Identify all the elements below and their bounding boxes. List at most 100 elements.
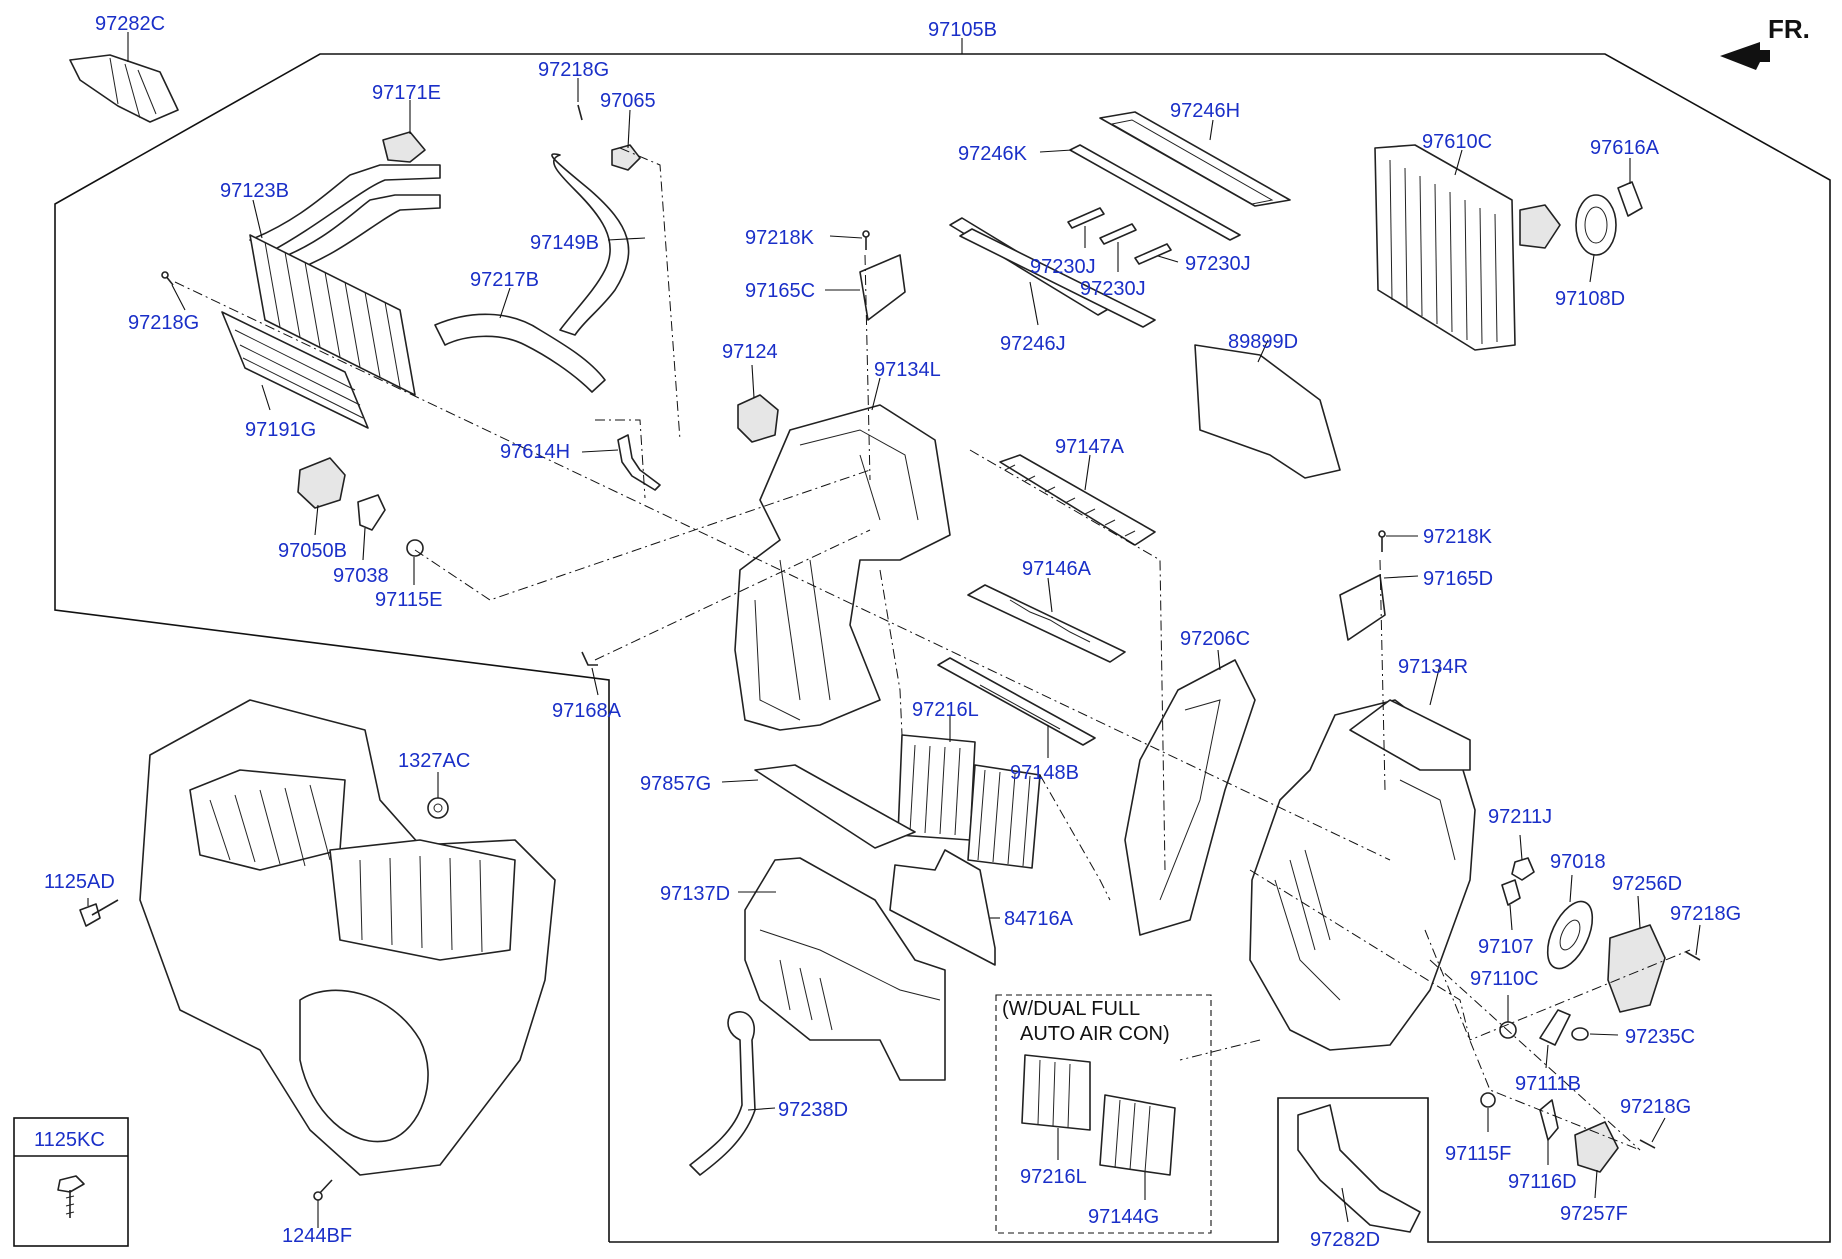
label-97614H[interactable]: 97614H bbox=[500, 441, 570, 463]
label-97147A[interactable]: 97147A bbox=[1055, 436, 1125, 458]
part-97134R[interactable] bbox=[1249, 699, 1476, 1051]
label-97235C[interactable]: 97235C bbox=[1625, 1026, 1695, 1048]
part-97165C[interactable] bbox=[859, 254, 906, 321]
part-97614H[interactable] bbox=[617, 434, 661, 491]
part-97191G[interactable] bbox=[221, 311, 369, 429]
label-97110C[interactable]: 97110C bbox=[1470, 968, 1539, 990]
label-97146A[interactable]: 97146A bbox=[1022, 558, 1092, 580]
part-97050B[interactable] bbox=[297, 457, 346, 509]
part-97216L-dual[interactable] bbox=[1021, 1054, 1091, 1131]
label-97165C[interactable]: 97165C bbox=[745, 280, 815, 302]
label-97168A[interactable]: 97168A bbox=[552, 700, 622, 722]
part-97610C[interactable] bbox=[1374, 144, 1516, 351]
label-97218G-d[interactable]: 97218G bbox=[1620, 1096, 1691, 1118]
part-89899D[interactable] bbox=[1194, 344, 1341, 479]
part-97246H[interactable] bbox=[1099, 111, 1291, 207]
label-97230J-c[interactable]: 97230J bbox=[1185, 253, 1251, 275]
part-97116D[interactable] bbox=[1539, 1099, 1559, 1141]
label-97218K-a[interactable]: 97218K bbox=[745, 227, 815, 249]
part-97206C[interactable] bbox=[1124, 659, 1256, 936]
label-97191G[interactable]: 97191G bbox=[245, 419, 316, 441]
label-97137D[interactable]: 97137D bbox=[660, 883, 730, 905]
label-97116D[interactable]: 97116D bbox=[1508, 1171, 1577, 1193]
part-97018[interactable] bbox=[1538, 895, 1601, 975]
part-97115E[interactable] bbox=[406, 539, 424, 557]
label-97216L-b[interactable]: 97216L bbox=[1020, 1166, 1087, 1188]
part-97146A[interactable] bbox=[967, 584, 1126, 663]
label-97238D[interactable]: 97238D bbox=[778, 1099, 848, 1121]
label-97124[interactable]: 97124 bbox=[722, 341, 778, 363]
label-97616A[interactable]: 97616A bbox=[1590, 137, 1660, 159]
label-97105B[interactable]: 97105B bbox=[928, 19, 997, 41]
part-97108D[interactable] bbox=[1575, 194, 1617, 256]
part-97217B[interactable] bbox=[434, 313, 606, 393]
label-97218G-c[interactable]: 97218G bbox=[1670, 903, 1741, 925]
part-97218G-screw-right[interactable] bbox=[1685, 951, 1701, 961]
part-97246K[interactable] bbox=[1069, 144, 1241, 241]
part-97616A[interactable] bbox=[1617, 181, 1643, 217]
label-97111B[interactable]: 97111B bbox=[1515, 1073, 1581, 1095]
part-1125KC-bolt[interactable] bbox=[57, 1175, 85, 1218]
label-97115F[interactable]: 97115F bbox=[1445, 1143, 1511, 1165]
part-97230J-group[interactable] bbox=[1067, 207, 1172, 265]
label-97246H[interactable]: 97246H bbox=[1170, 100, 1240, 122]
part-97857G[interactable] bbox=[754, 764, 916, 849]
part-97218G-screw-bottom-right[interactable] bbox=[1639, 1139, 1656, 1149]
part-97148B[interactable] bbox=[937, 657, 1096, 746]
label-97216L-a[interactable]: 97216L bbox=[912, 699, 979, 721]
label-97857G[interactable]: 97857G bbox=[640, 773, 711, 795]
part-97134L[interactable] bbox=[734, 404, 951, 731]
label-97108D[interactable]: 97108D bbox=[1555, 288, 1625, 310]
label-97246K[interactable]: 97246K bbox=[958, 143, 1028, 165]
label-97065[interactable]: 97065 bbox=[600, 90, 656, 112]
label-97149B[interactable]: 97149B bbox=[530, 232, 599, 254]
label-97148B[interactable]: 97148B bbox=[1010, 762, 1079, 784]
part-97115F[interactable] bbox=[1480, 1092, 1496, 1108]
label-97282D[interactable]: 97282D bbox=[1310, 1229, 1380, 1251]
part-97111B[interactable] bbox=[1539, 1009, 1571, 1046]
part-97124[interactable] bbox=[737, 394, 779, 443]
part-1244BF[interactable] bbox=[313, 1179, 333, 1201]
label-97115E[interactable]: 97115E bbox=[375, 589, 442, 611]
label-97123B[interactable]: 97123B bbox=[220, 180, 289, 202]
label-97134L[interactable]: 97134L bbox=[874, 359, 941, 381]
label-84716A[interactable]: 84716A bbox=[1004, 908, 1074, 930]
part-97211J[interactable] bbox=[1511, 857, 1535, 881]
label-97217B[interactable]: 97217B bbox=[470, 269, 539, 291]
label-1327AC[interactable]: 1327AC bbox=[398, 750, 470, 772]
part-97147A[interactable] bbox=[999, 454, 1156, 546]
label-97165D[interactable]: 97165D bbox=[1423, 568, 1493, 590]
label-97246J[interactable]: 97246J bbox=[1000, 333, 1066, 355]
part-97107[interactable] bbox=[1501, 879, 1521, 906]
part-97038[interactable] bbox=[357, 494, 386, 531]
part-97218G-screw-left[interactable] bbox=[161, 271, 174, 286]
part-97218K-screw-right[interactable] bbox=[1378, 530, 1386, 552]
label-97171E[interactable]: 97171E bbox=[372, 82, 441, 104]
label-97050B[interactable]: 97050B bbox=[278, 540, 347, 562]
label-97206C[interactable]: 97206C bbox=[1180, 628, 1250, 650]
label-97230J-b[interactable]: 97230J bbox=[1080, 278, 1146, 300]
label-89899D[interactable]: 89899D bbox=[1228, 331, 1298, 353]
label-1125KC[interactable]: 1125KC bbox=[34, 1129, 105, 1151]
part-97171E[interactable] bbox=[382, 131, 426, 163]
part-97257F[interactable] bbox=[1574, 1121, 1619, 1173]
label-97211J[interactable]: 97211J bbox=[1488, 806, 1552, 828]
label-97257F[interactable]: 97257F bbox=[1560, 1203, 1628, 1225]
label-1125AD[interactable]: 1125AD bbox=[44, 871, 115, 893]
label-97134R[interactable]: 97134R bbox=[1398, 656, 1468, 678]
part-97238D[interactable] bbox=[689, 1011, 756, 1176]
part-97256D[interactable] bbox=[1607, 924, 1666, 1013]
label-97038[interactable]: 97038 bbox=[333, 565, 389, 587]
part-97144G[interactable] bbox=[1099, 1094, 1176, 1176]
part-97149B[interactable] bbox=[551, 153, 630, 336]
label-97218G-b[interactable]: 97218G bbox=[128, 312, 199, 334]
part-97216L-main[interactable] bbox=[897, 734, 1041, 869]
part-97282D[interactable] bbox=[1297, 1104, 1421, 1233]
label-97610C[interactable]: 97610C bbox=[1422, 131, 1492, 153]
label-97230J-a[interactable]: 97230J bbox=[1030, 256, 1096, 278]
part-97137D[interactable] bbox=[744, 857, 946, 1081]
label-97282C-top[interactable]: 97282C bbox=[95, 13, 165, 35]
label-97256D[interactable]: 97256D bbox=[1612, 873, 1682, 895]
part-84716A[interactable] bbox=[889, 849, 996, 966]
part-1125AD[interactable] bbox=[79, 899, 119, 927]
